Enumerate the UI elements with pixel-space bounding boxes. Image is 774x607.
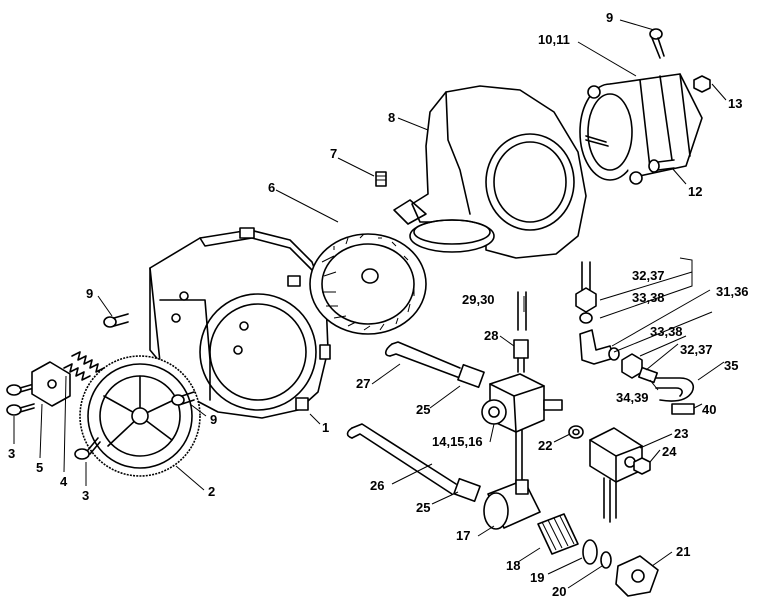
callout-1: 1: [322, 420, 329, 435]
callout-18: 18: [506, 558, 520, 573]
part-nozzle-28: [513, 339, 529, 373]
part-impeller: [309, 233, 427, 335]
callout-23: 23: [674, 426, 688, 441]
callout-13: 13: [728, 96, 742, 111]
callout-5: 5: [36, 460, 43, 475]
callout-26: 26: [370, 478, 384, 493]
part-solenoid: [589, 427, 643, 523]
callout-31-36: 31,36: [716, 284, 749, 299]
part-nut-24: [633, 457, 651, 475]
part-spring: [63, 351, 105, 381]
part-screw-9-top: [649, 28, 665, 59]
callout-4: 4: [60, 474, 68, 489]
part-motor: [579, 73, 703, 185]
part-seal-20: [600, 551, 612, 569]
callout-32-37-top: 32,37: [632, 268, 665, 283]
callout-21: 21: [676, 544, 690, 559]
callout-12: 12: [688, 184, 702, 199]
callout-25b: 25: [416, 500, 430, 515]
part-screw-12: [648, 159, 675, 173]
part-ferrule-33-38: [608, 347, 620, 361]
callout-24: 24: [662, 444, 677, 459]
part-plate: [31, 361, 71, 407]
part-pipe-top: [581, 261, 591, 291]
callout-35: 35: [724, 358, 738, 373]
callout-3b: 3: [82, 488, 89, 503]
part-rod-29-30: [517, 291, 527, 331]
part-oring-19: [582, 539, 598, 565]
part-tube-27: [384, 341, 461, 379]
callout-14-15-16: 14,15,16: [432, 434, 483, 449]
callout-25a: 25: [416, 402, 430, 417]
part-fitting-25a: [457, 363, 485, 389]
part-nut-13: [693, 75, 711, 93]
part-seal-22: [568, 425, 584, 439]
callout-2: 2: [208, 484, 215, 499]
part-screw-3a: [6, 383, 35, 416]
part-nut-32-37-top: [575, 287, 597, 313]
callout-32-37: 32,37: [680, 342, 713, 357]
part-filter: [537, 513, 579, 555]
part-tube-26: [346, 423, 457, 495]
callout-33-38-top: 33,38: [632, 290, 665, 305]
part-set-screw: [375, 171, 387, 187]
part-intake-grille: [79, 355, 201, 477]
callout-7: 7: [330, 146, 337, 161]
callout-22: 22: [538, 438, 552, 453]
part-screw-3b: [74, 437, 101, 460]
part-connector-34-39: [637, 366, 659, 384]
part-front-housing: [149, 227, 331, 419]
callout-17: 17: [456, 528, 470, 543]
part-filter-housing: [483, 479, 541, 530]
callout-20: 20: [552, 584, 566, 599]
callout-9-mid: 9: [210, 412, 217, 427]
part-ferrule-33-38-top: [579, 312, 593, 324]
callout-8: 8: [388, 110, 395, 125]
callout-labels: 1 2 3 3 4 5 6 7 8 9 9 9 10,11 12 13 14,1…: [8, 10, 749, 599]
callout-3a: 3: [8, 446, 15, 461]
callout-10-11: 10,11: [538, 32, 570, 47]
part-fitting-40: [671, 403, 695, 415]
part-screw-9-left: [103, 313, 129, 328]
callout-29-30: 29,30: [462, 292, 495, 307]
callout-40: 40: [702, 402, 716, 417]
part-fitting-25b: [453, 477, 481, 503]
part-rear-housing: [393, 85, 587, 259]
part-cap-21: [615, 555, 659, 597]
callout-28: 28: [484, 328, 498, 343]
part-elbow-31-36: [579, 329, 615, 365]
callout-9-left: 9: [86, 286, 93, 301]
callout-33-38: 33,38: [650, 324, 683, 339]
part-hose-35: [655, 377, 695, 402]
leader-lines: [13, 19, 727, 589]
part-screw-9-mid: [171, 391, 195, 406]
part-pump: [481, 373, 563, 485]
callout-6: 6: [268, 180, 275, 195]
callout-27: 27: [356, 376, 370, 391]
callout-34-39: 34,39: [616, 390, 649, 405]
callout-19: 19: [530, 570, 544, 585]
callout-9-top: 9: [606, 10, 613, 25]
